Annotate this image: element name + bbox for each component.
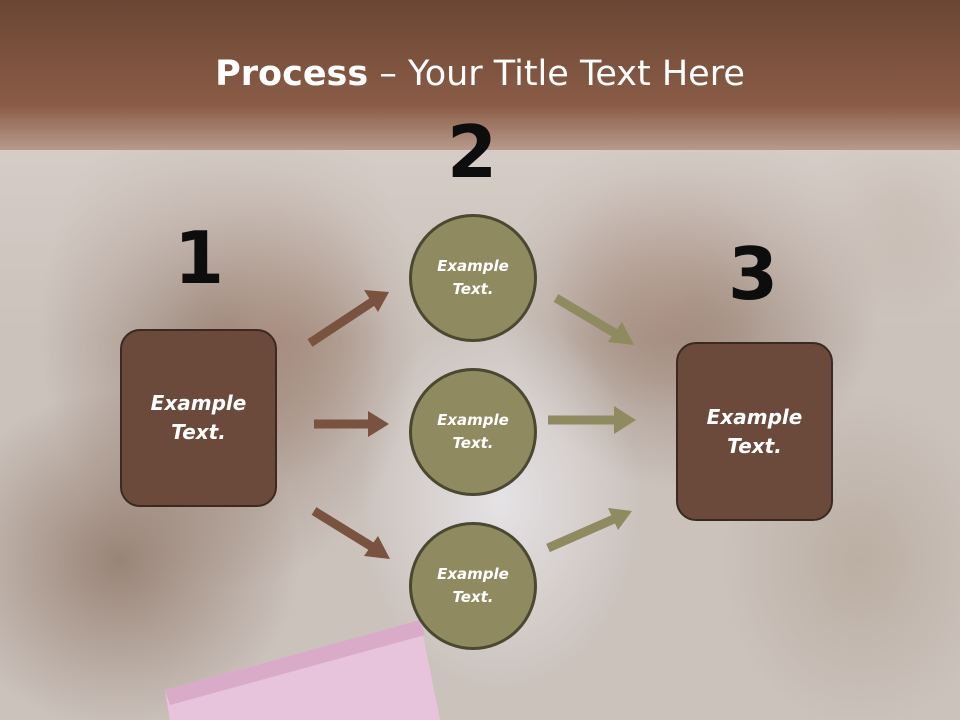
step-number-2: 2 bbox=[446, 110, 498, 194]
step-number-3: 3 bbox=[727, 232, 779, 316]
arrow-to-top-circle bbox=[307, 290, 389, 347]
circle-top-text: Example Text. bbox=[437, 257, 509, 298]
arrow-from-bottom-circle bbox=[546, 508, 632, 553]
circle-bottom-text: Example Text. bbox=[437, 565, 509, 606]
circle-bottom: Example Text. bbox=[409, 522, 537, 650]
title-rest: – Your Title Text Here bbox=[368, 54, 745, 94]
left-box: Example Text. bbox=[120, 329, 277, 507]
title-bold: Process bbox=[215, 54, 369, 94]
circle-middle: Example Text. bbox=[409, 368, 537, 496]
arrow-to-middle-circle bbox=[314, 411, 389, 437]
right-box-text: Example Text. bbox=[706, 404, 803, 458]
arrow-from-middle-circle bbox=[548, 406, 636, 434]
left-box-text: Example Text. bbox=[150, 391, 247, 444]
arrow-from-top-circle bbox=[553, 294, 634, 345]
circle-top: Example Text. bbox=[409, 214, 537, 342]
step-number-1: 1 bbox=[173, 216, 225, 300]
slide-title: Process – Your Title Text Here bbox=[0, 50, 960, 98]
right-box: Example Text. bbox=[676, 342, 833, 521]
arrow-to-bottom-circle bbox=[311, 507, 390, 559]
circle-middle-text: Example Text. bbox=[437, 411, 509, 452]
